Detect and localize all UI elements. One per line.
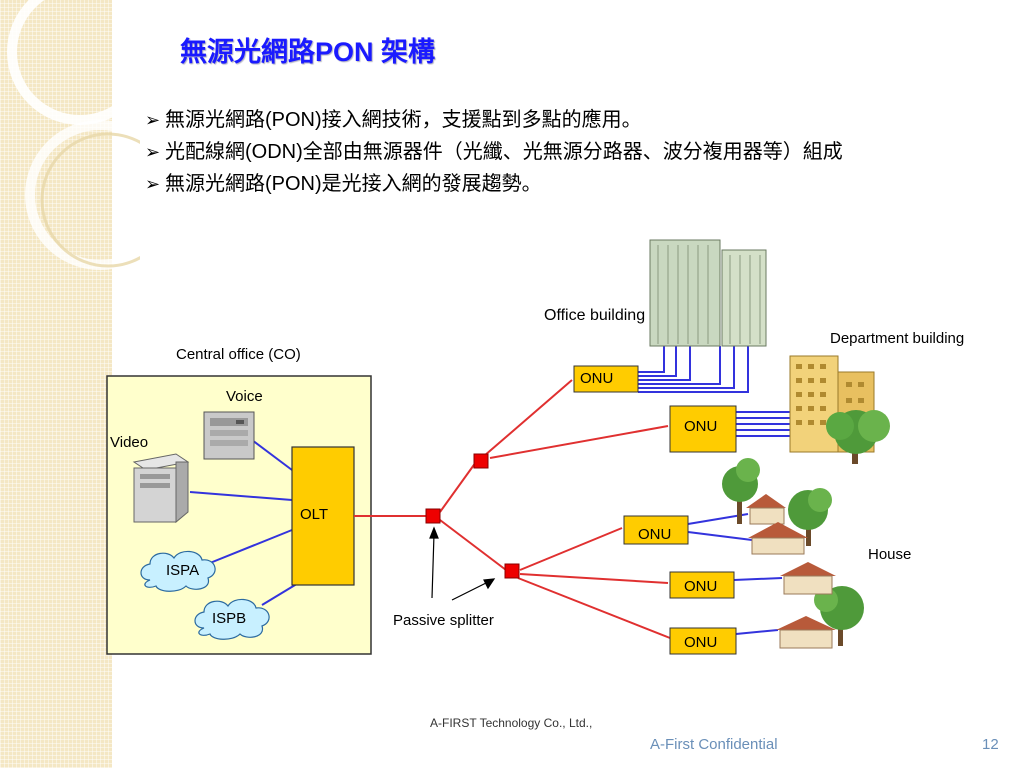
ispb-cloud-icon bbox=[194, 598, 270, 640]
tree-icon bbox=[788, 488, 832, 546]
bullet-list: ➢ 無源光網路(PON)接入網技術，支援點到多點的應用。 ➢ 光配線網(ODN)… bbox=[145, 104, 915, 200]
house-icon bbox=[746, 494, 786, 525]
passive-splitter-label: Passive splitter bbox=[393, 612, 494, 629]
arrow-bullet-icon: ➢ bbox=[145, 142, 161, 162]
house-label: House bbox=[868, 546, 912, 563]
tree-icon bbox=[722, 458, 760, 524]
arrow-bullet-icon: ➢ bbox=[145, 174, 161, 194]
onu-label: ONU bbox=[638, 526, 672, 543]
olt-label: OLT bbox=[300, 506, 329, 523]
video-server-icon bbox=[132, 453, 190, 524]
bullet-text: 無源光網路(PON)接入網技術，支援點到多點的應用。 bbox=[165, 109, 642, 131]
onu-box bbox=[669, 405, 737, 453]
passive-splitter bbox=[473, 453, 489, 469]
office-building-label: Office building bbox=[544, 307, 646, 324]
house-icon bbox=[776, 616, 836, 649]
video-label: Video bbox=[110, 434, 149, 451]
onu-label: ONU bbox=[684, 418, 718, 435]
onu-label: ONU bbox=[684, 634, 718, 651]
onu-box bbox=[669, 627, 737, 655]
page-title: 無源光網路PON 架構 bbox=[180, 37, 436, 67]
onu-box bbox=[669, 571, 735, 599]
bullet-item: ➢ 無源光網路(PON)是光接入網的發展趨勢。 bbox=[145, 168, 915, 200]
splitter-pointer-arrows bbox=[429, 526, 496, 601]
passive-splitter bbox=[504, 563, 520, 579]
house-icon bbox=[780, 562, 836, 595]
ispb-label: ISPB bbox=[212, 610, 247, 627]
voice-label: Voice bbox=[226, 388, 263, 405]
passive-splitter bbox=[425, 508, 441, 524]
co-links bbox=[189, 439, 301, 606]
ispa-label: ISPA bbox=[166, 562, 200, 579]
decorative-circles bbox=[7, 0, 140, 270]
voice-server-icon bbox=[203, 411, 255, 460]
onu-label: ONU bbox=[580, 370, 614, 387]
bullet-item: ➢ 光配線網(ODN)全部由無源器件（光纖、光無源分路器、波分複用器等）組成 bbox=[145, 136, 915, 168]
central-office-label: Central office (CO) bbox=[176, 346, 301, 363]
bullet-item: ➢ 無源光網路(PON)接入網技術，支援點到多點的應用。 bbox=[145, 104, 915, 136]
copper-lines bbox=[638, 346, 790, 635]
department-building-label: Department building bbox=[830, 330, 965, 347]
tree-icon bbox=[826, 410, 890, 464]
bullet-text: 無源光網路(PON)是光接入網的發展趨勢。 bbox=[165, 173, 542, 195]
page-number: 12 bbox=[982, 736, 999, 753]
arrow-bullet-icon: ➢ bbox=[145, 110, 161, 130]
office-building-icon bbox=[649, 239, 767, 347]
onu-label: ONU bbox=[684, 578, 718, 595]
house-icon bbox=[748, 522, 808, 555]
onu-box bbox=[573, 365, 639, 393]
footer-company: A-FIRST Technology Co., Ltd., bbox=[430, 716, 593, 730]
ispa-cloud-icon bbox=[140, 550, 216, 592]
footer-confidential: A-First Confidential bbox=[650, 736, 778, 753]
fiber-lines bbox=[354, 379, 671, 639]
bullet-text: 光配線網(ODN)全部由無源器件（光纖、光無源分路器、波分複用器等）組成 bbox=[165, 141, 843, 163]
onu-box bbox=[623, 515, 689, 545]
